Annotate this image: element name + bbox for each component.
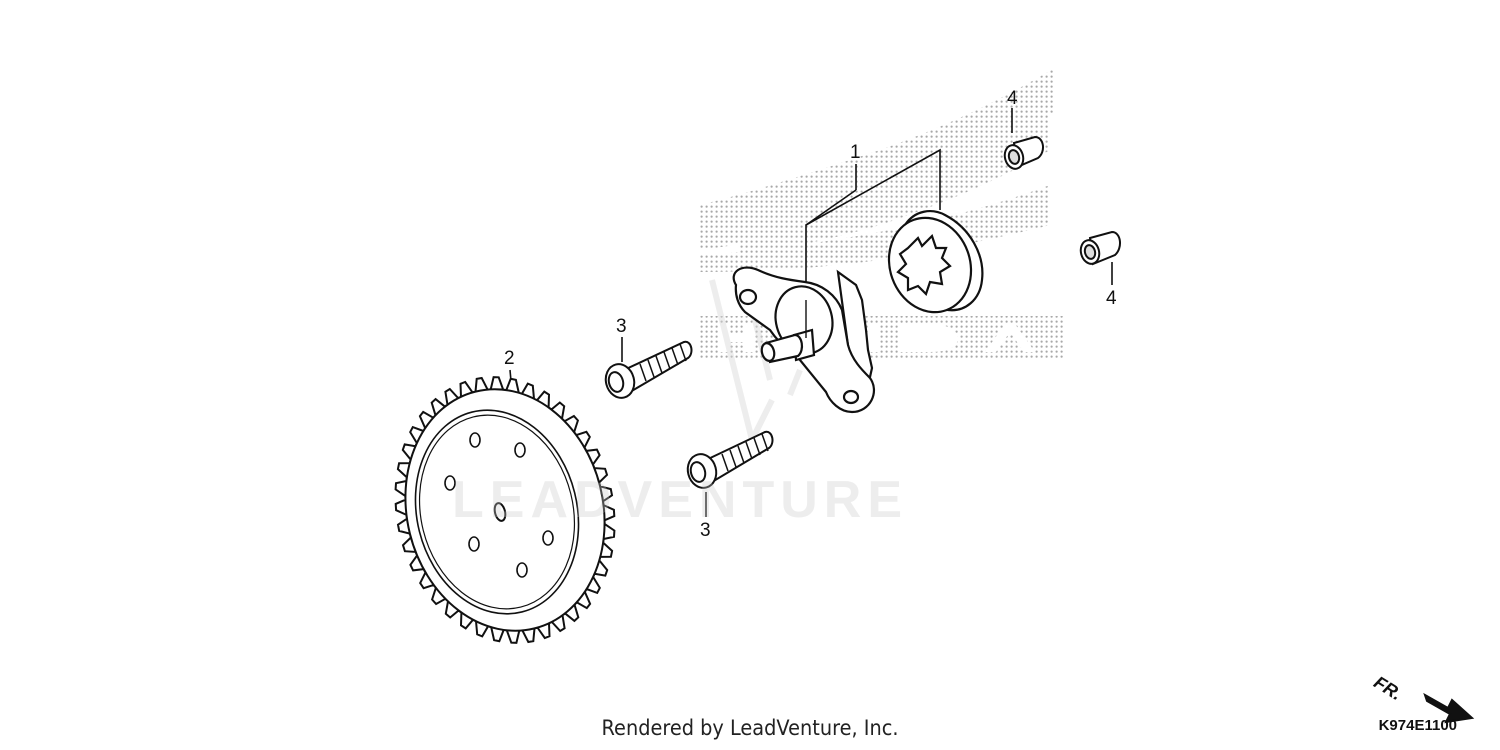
leadventure-text-watermark: LEADVENTURE <box>452 471 909 529</box>
leader-lines <box>509 108 1113 517</box>
diagram-code: K974E1100 <box>1378 717 1457 734</box>
callout-2: 2 <box>504 348 515 369</box>
dowel-pin-upper-icon <box>1003 135 1044 170</box>
callout-3-lower: 3 <box>700 520 711 541</box>
flange-bolt-lower-icon <box>686 430 774 489</box>
flange-bolt-upper-icon <box>604 340 693 399</box>
outer-rotor-icon <box>887 210 984 314</box>
oil-pump-body-icon <box>732 266 876 414</box>
arrow-front-icon <box>1423 692 1475 724</box>
rendered-by-footer: Rendered by LeadVenture, Inc. <box>601 716 899 740</box>
callout-3-upper: 3 <box>616 316 627 337</box>
callout-4-upper: 4 <box>1007 88 1018 109</box>
callout-4-lower: 4 <box>1106 288 1117 309</box>
callout-1: 1 <box>850 142 861 163</box>
dowel-pin-lower-icon <box>1079 230 1121 266</box>
brand-wing-watermark <box>700 68 1055 272</box>
driven-gear-icon <box>394 376 616 644</box>
